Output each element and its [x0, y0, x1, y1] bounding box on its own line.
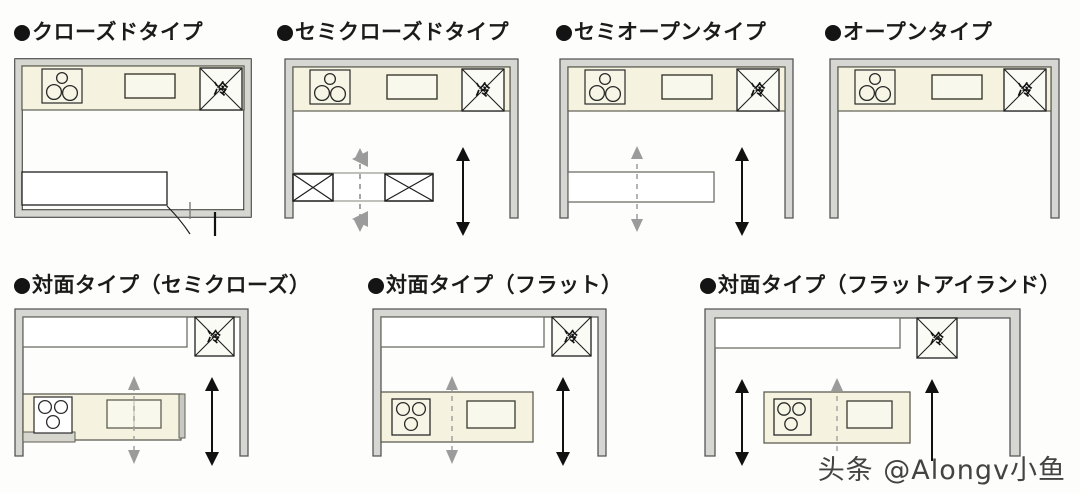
refrigerator-label: 冷: [1017, 81, 1032, 99]
floorplan-semi-closed: 冷: [282, 56, 530, 241]
walls: [704, 308, 1021, 457]
gray-dashed-arrow: [831, 378, 843, 454]
refrigerator-label: 冷: [564, 329, 578, 346]
counter-top-run: [22, 316, 188, 348]
stove-3-burner: [41, 68, 83, 104]
refrigerator-label: 冷: [475, 81, 490, 99]
plan-title-semi-open: セミオープンタイプ: [556, 22, 766, 43]
lower-counter: [567, 171, 715, 203]
gray-dashed-arrow: [352, 148, 368, 232]
refrigerator-label: 冷: [930, 331, 944, 348]
counter-top-run: [380, 316, 545, 348]
bullet-icon: [368, 278, 384, 294]
black-solid-arrow: [205, 377, 219, 466]
walls: [372, 308, 607, 457]
stove-3-burner: [584, 69, 626, 105]
floorplan-facing-flat-island: 冷: [702, 306, 1032, 481]
refrigerator: 冷: [199, 67, 243, 111]
peninsula-island: [22, 393, 186, 443]
stove-3-burner: [391, 398, 431, 436]
plan-title-facing-semi-closed: 対面タイプ（セミクローズ）: [14, 275, 310, 296]
floorplan-facing-semi-closed: 冷: [12, 306, 260, 481]
watermark: 头条 @Alongv小鱼: [817, 455, 1066, 486]
plan-title-facing-flat-island: 対面タイプ（フラットアイランド）: [700, 275, 1061, 296]
bullet-icon: [277, 25, 293, 41]
sink-basin: [466, 400, 516, 429]
refrigerator: 冷: [461, 68, 505, 112]
plan-title-text: オープンタイプ: [843, 20, 993, 44]
refrigerator-label: 冷: [207, 329, 221, 346]
plan-title-closed: クローズドタイプ: [14, 22, 203, 43]
refrigerator-label: 冷: [213, 80, 228, 98]
refrigerator: 冷: [194, 316, 235, 357]
black-solid-arrow-left: [735, 379, 749, 466]
lower-counter: [21, 171, 168, 206]
refrigerator: 冷: [1003, 68, 1047, 112]
plan-title-text: セミオープンタイプ: [574, 20, 767, 44]
lower-counter-with-cabinets: [292, 172, 434, 202]
plan-title-text: クローズドタイプ: [32, 20, 203, 44]
plan-title-text: 対面タイプ（セミクローズ）: [32, 273, 311, 297]
stove-3-burner: [33, 396, 73, 434]
floorplan-closed: 冷: [12, 56, 260, 236]
gray-dashed-arrow: [446, 376, 458, 464]
floorplan-facing-flat: 冷: [370, 306, 618, 481]
sink-basin: [846, 400, 893, 429]
stove-3-burner: [773, 398, 812, 436]
plan-title-semi-closed: セミクローズドタイプ: [277, 22, 509, 43]
peninsula-island: [380, 391, 534, 443]
black-solid-arrow: [735, 147, 749, 236]
counter-top-run: [714, 317, 901, 349]
black-solid-arrow-right: [925, 379, 939, 461]
plan-title-text: 対面タイプ（フラットアイランド）: [718, 273, 1061, 297]
stove-3-burner: [309, 69, 351, 105]
black-solid-arrow: [556, 377, 570, 466]
black-solid-arrow: [456, 147, 470, 236]
sink-basin: [661, 74, 713, 100]
floorplan-open: 冷: [827, 56, 1070, 241]
refrigerator-label: 冷: [750, 81, 765, 99]
refrigerator: 冷: [916, 317, 958, 359]
plan-title-text: セミクローズドタイプ: [295, 20, 509, 44]
gray-dashed-arrow: [631, 146, 643, 232]
sink-basin: [106, 399, 162, 429]
bullet-icon: [556, 25, 572, 41]
walls: [14, 308, 249, 457]
plan-title-text: 対面タイプ（フラット）: [386, 273, 623, 297]
stove-3-burner: [854, 69, 896, 105]
bullet-icon: [14, 278, 30, 294]
sink-basin: [931, 74, 983, 100]
door-swing: [166, 202, 217, 236]
refrigerator: 冷: [551, 316, 592, 357]
plan-title-open: オープンタイプ: [825, 22, 992, 43]
floorplan-semi-open: 冷: [557, 56, 805, 241]
bullet-icon: [825, 25, 841, 41]
plan-title-facing-flat: 対面タイプ（フラット）: [368, 275, 623, 296]
gray-dashed-arrow: [128, 376, 140, 464]
sink-basin: [386, 74, 438, 100]
sink-basin: [124, 73, 176, 99]
bullet-icon: [14, 25, 30, 41]
bullet-icon: [700, 278, 716, 294]
refrigerator: 冷: [736, 68, 780, 112]
